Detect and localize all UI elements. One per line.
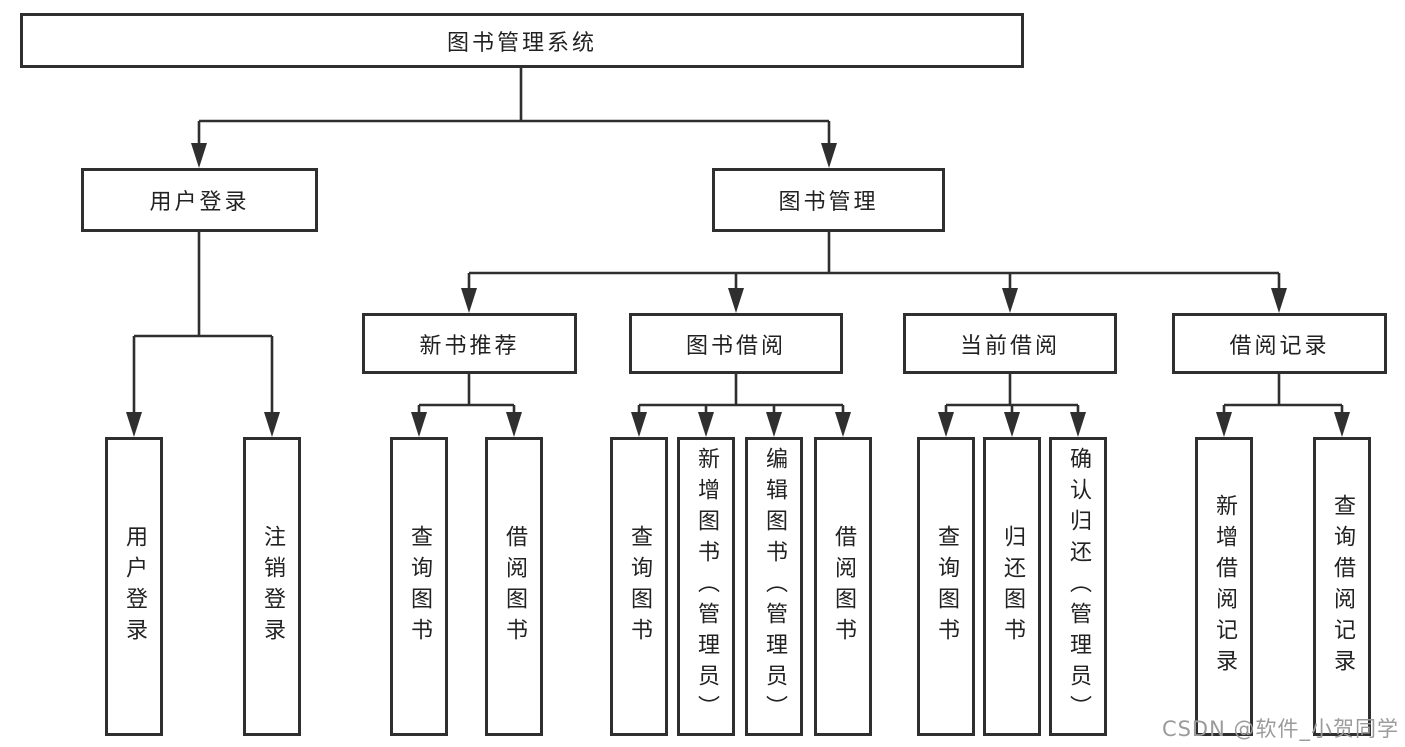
leaf-logout: 注销登录 [243,437,301,736]
leaf-nbr-query-books: 查询图书 [390,437,448,736]
leaf-br-query-record: 查询借阅记录 [1313,437,1371,736]
leaf-bb-edit-books-admin: 编辑图书（管理员） [745,437,803,736]
node-user-login: 用户登录 [81,168,318,232]
node-new-book-recommend: 新书推荐 [362,313,577,374]
leaf-bb-query-books: 查询图书 [610,437,668,736]
connector-book-mgmt-to-level3 [461,232,1287,313]
csdn-watermark: CSDN @软件_小贺同学 [1161,717,1399,741]
connector-new-book-rec-to-leaves [411,374,522,437]
node-root: 图书管理系统 [20,13,1024,68]
leaf-br-add-record: 新增借阅记录 [1195,437,1253,736]
node-current-borrow: 当前借阅 [903,313,1117,374]
node-borrow-records: 借阅记录 [1172,313,1387,374]
connector-book-borrow-to-leaves [631,374,851,437]
node-book-borrow: 图书借阅 [629,313,843,374]
leaf-bb-add-books-admin: 新增图书（管理员） [677,437,735,736]
leaf-cb-return-books: 归还图书 [983,437,1041,736]
connector-borrow-records-to-leaves [1216,374,1350,437]
leaf-cb-confirm-return-admin: 确认归还（管理员） [1049,437,1107,736]
leaf-user-login: 用户登录 [105,437,163,736]
leaf-bb-borrow-books: 借阅图书 [814,437,872,736]
connector-current-borrow-to-leaves [938,374,1086,437]
connector-root-to-level2 [191,68,837,168]
leaf-cb-query-books: 查询图书 [917,437,975,736]
connector-user-login-to-leaves [126,232,280,437]
node-book-management: 图书管理 [712,168,945,232]
leaf-nbr-borrow-books: 借阅图书 [485,437,543,736]
